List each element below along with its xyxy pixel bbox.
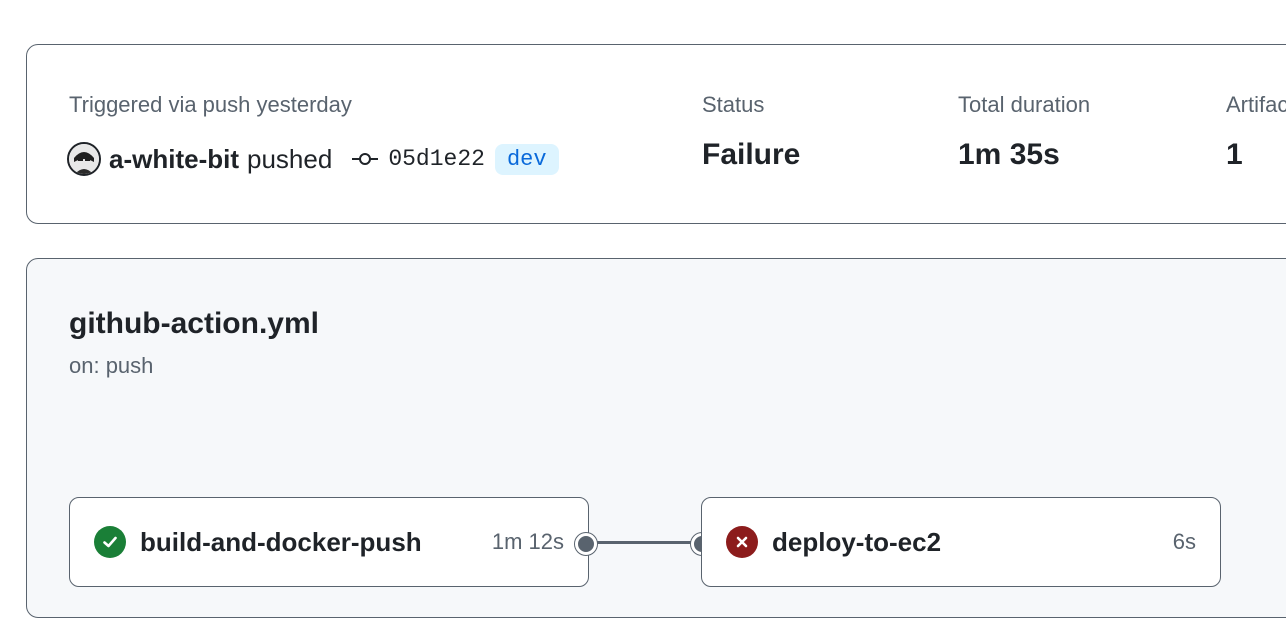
artifacts-stat: Artifacts 1 — [1226, 92, 1286, 172]
job-name: build-and-docker-push — [140, 526, 422, 557]
trigger-text: Triggered via push yesterday — [69, 92, 352, 117]
status-stat: Status Failure — [702, 92, 800, 172]
artifacts-value[interactable]: 1 — [1226, 138, 1243, 171]
job-connector — [587, 541, 702, 544]
duration-stat: Total duration 1m 35s — [958, 92, 1090, 172]
branch-badge[interactable]: dev — [494, 143, 559, 175]
job-duration: 1m 12s — [491, 529, 564, 554]
artifacts-label: Artifacts — [1226, 92, 1286, 117]
status-label: Status — [702, 92, 765, 117]
workflow-file-name[interactable]: github-action.yml — [69, 307, 319, 340]
workflow-graph-panel: github-action.yml on: push build-and-doc… — [26, 258, 1286, 618]
actor-link[interactable]: a-white-bit — [109, 143, 239, 174]
duration-label: Total duration — [958, 92, 1091, 117]
check-circle-icon — [94, 526, 126, 558]
duration-value: 1m 35s — [958, 138, 1060, 171]
x-circle-icon — [726, 526, 758, 558]
action-text: pushed — [247, 143, 333, 174]
git-commit-icon — [352, 151, 379, 167]
actor-row: a-white-bit pushed 05d1e22 dev — [67, 141, 559, 177]
avatar-image — [69, 144, 99, 174]
run-summary-panel: Triggered via push yesterday a-white-bit… — [26, 44, 1286, 224]
job-name: deploy-to-ec2 — [772, 526, 942, 557]
job-duration: 6s — [1172, 529, 1196, 554]
workflow-trigger: on: push — [69, 353, 154, 378]
job-build-and-docker-push[interactable]: build-and-docker-push 1m 12s — [69, 497, 589, 587]
commit-sha-link[interactable]: 05d1e22 — [388, 146, 485, 172]
avatar[interactable] — [67, 142, 101, 176]
job-deploy-to-ec2[interactable]: deploy-to-ec2 6s — [701, 497, 1221, 587]
status-value: Failure — [702, 138, 801, 171]
job-output-port — [575, 533, 597, 555]
